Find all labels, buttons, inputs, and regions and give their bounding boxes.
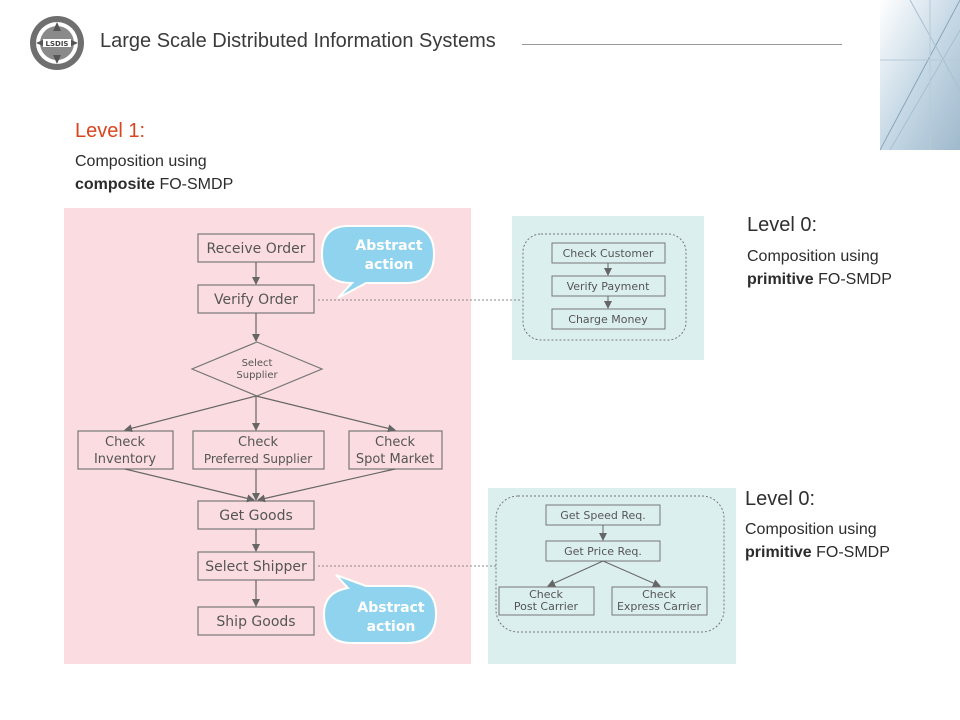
level0-bottom-rest: FO-SMDP	[811, 544, 890, 561]
check-preferred-box	[192, 430, 325, 470]
select-shipper-box	[197, 551, 315, 581]
level1-line1: Composition using	[75, 153, 207, 170]
check-express-box	[611, 586, 708, 616]
page-title: Large Scale Distributed Information Syst…	[100, 30, 496, 52]
ship-goods-box	[197, 606, 315, 636]
level0-bottom-line2: primitive FO-SMDP	[745, 541, 890, 564]
select-shipper-label: Select Shipper	[205, 559, 307, 575]
arrow-price-express	[602, 560, 661, 587]
check-post-box	[498, 586, 595, 616]
arrow-inventory-goods	[124, 468, 255, 503]
select-supplier-diamond	[190, 341, 324, 397]
level0-top-line1: Composition using	[747, 248, 879, 265]
check-spot-box	[348, 430, 443, 470]
get-goods-label: Get Goods	[219, 508, 293, 524]
level0-top-rest: FO-SMDP	[813, 271, 892, 288]
receive-order-box	[197, 233, 315, 263]
check-spot-label-1: Check	[375, 435, 415, 450]
level1-heading: Level 1:	[75, 120, 146, 142]
verify-subflow-boundary	[522, 233, 687, 341]
verify-payment-label: Verify Payment	[567, 280, 651, 293]
level1-description: Composition using composite FO-SMDP	[75, 150, 233, 196]
check-express-label-1: Check	[642, 588, 676, 601]
level0-top-heading: Level 0:	[747, 214, 818, 236]
callout-bottom-line1: Abstract	[357, 600, 425, 616]
check-customer-label: Check Customer	[563, 247, 654, 260]
arrow-spot-goods	[257, 468, 396, 503]
level0-bottom-bold: primitive	[745, 544, 812, 561]
charge-money-box	[551, 308, 666, 330]
level0-top-bold: primitive	[747, 271, 814, 288]
check-inventory-label-2: Inventory	[94, 452, 156, 467]
get-goods-box	[197, 500, 315, 530]
check-spot-label-2: Spot Market	[356, 452, 434, 467]
level0-bottom-line1: Composition using	[745, 521, 877, 538]
callout-top-line2: action	[365, 257, 414, 273]
arrow-price-post	[547, 560, 604, 587]
select-supplier-label-2: Supplier	[236, 370, 278, 381]
check-post-label-2: Post Carrier	[514, 600, 579, 613]
shipper-subflow-boundary	[495, 495, 725, 633]
check-inventory-label-1: Check	[105, 435, 145, 450]
level1-line2: composite FO-SMDP	[75, 173, 233, 196]
level1-rest: FO-SMDP	[155, 176, 234, 193]
get-price-label: Get Price Req.	[564, 545, 642, 558]
callout-bottom-line2: action	[367, 619, 416, 635]
svg-text:LSDIS: LSDIS	[46, 40, 69, 48]
arrow-select-spot	[255, 395, 396, 433]
header-divider	[522, 44, 842, 45]
lsdis-logo: LSDIS	[28, 14, 86, 72]
level0-top-line2: primitive FO-SMDP	[747, 268, 892, 291]
receive-order-label: Receive Order	[206, 241, 305, 257]
check-preferred-label-1: Check	[238, 435, 278, 450]
arrow-select-inventory	[124, 395, 257, 433]
corner-decoration	[880, 0, 960, 150]
ship-goods-label: Ship Goods	[216, 614, 295, 630]
level0-bottom-heading: Level 0:	[745, 488, 816, 510]
level0-top-description: Composition using primitive FO-SMDP	[747, 245, 892, 291]
verify-order-box	[197, 284, 315, 314]
select-supplier-label-1: Select	[242, 358, 273, 369]
charge-money-label: Charge Money	[568, 313, 648, 326]
check-preferred-label-2: Preferred Supplier	[204, 452, 312, 466]
callout-top-line1: Abstract	[355, 238, 423, 254]
check-express-label-2: Express Carrier	[617, 600, 702, 613]
check-post-label-1: Check	[529, 588, 563, 601]
get-speed-label: Get Speed Req.	[560, 509, 645, 522]
callout-top: Abstract action	[320, 225, 436, 299]
level0-bottom-description: Composition using primitive FO-SMDP	[745, 518, 890, 564]
level1-bold: composite	[75, 176, 156, 193]
callout-bottom: Abstract action	[322, 574, 438, 644]
verify-order-label: Verify Order	[214, 292, 298, 308]
